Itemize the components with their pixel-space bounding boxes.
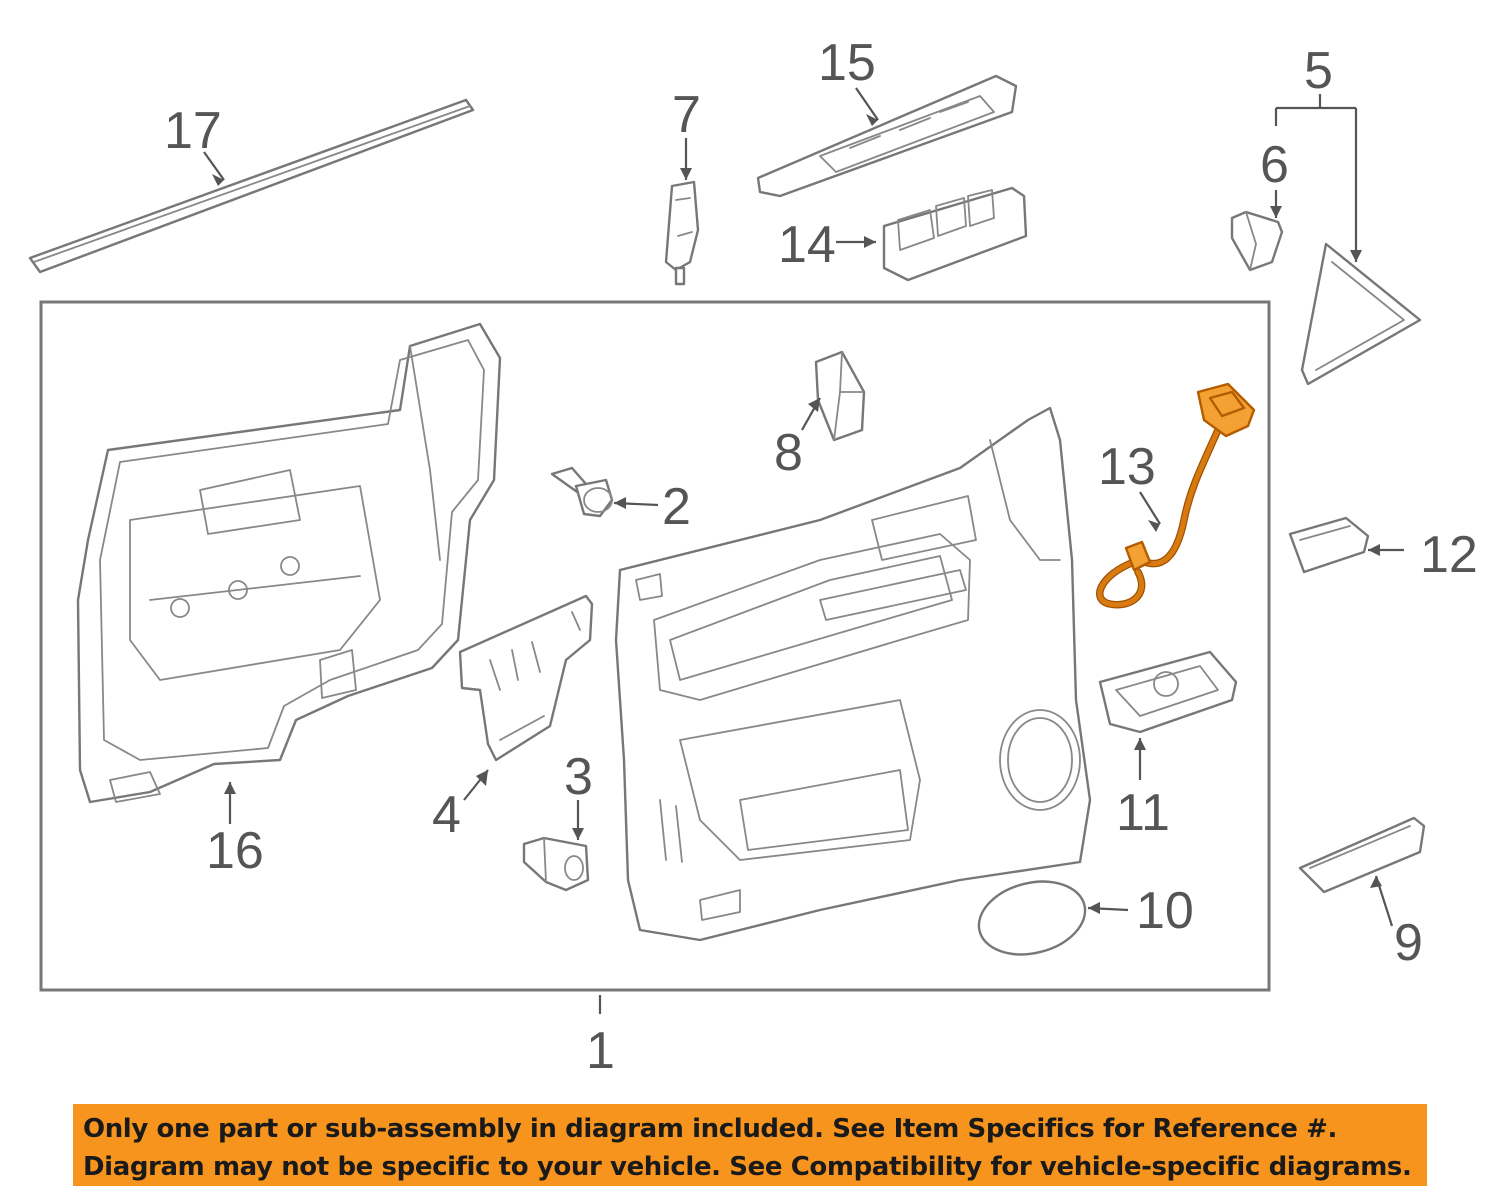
part-4-bracket[interactable]	[458, 594, 594, 762]
callout-1: 1	[586, 1022, 615, 1080]
part-9-trim-strip[interactable]	[1298, 816, 1426, 894]
disclaimer-line-2: Diagram may not be specific to your vehi…	[83, 1152, 1412, 1182]
part-10-speaker-ring[interactable]	[971, 871, 1093, 965]
assembly-frame	[39, 300, 1271, 992]
leader-lines	[203, 87, 1404, 1014]
part-7-switch-bezel[interactable]	[664, 180, 700, 286]
disclaimer-banner: Only one part or sub-assembly in diagram…	[73, 1104, 1427, 1186]
callout-11: 11	[1116, 784, 1170, 842]
callout-3: 3	[564, 748, 593, 806]
part-12-trim-piece[interactable]	[1288, 516, 1370, 574]
callout-10: 10	[1136, 882, 1194, 940]
callout-12: 12	[1420, 526, 1478, 584]
part-5-mirror-patch[interactable]	[1300, 242, 1422, 386]
part-6-clip[interactable]	[1230, 210, 1284, 272]
callout-16: 16	[206, 822, 264, 880]
part-17-belt-molding[interactable]	[28, 98, 475, 274]
callout-14: 14	[778, 216, 836, 274]
part-8-cover[interactable]	[814, 350, 866, 442]
part-13-wire-harness[interactable]	[1096, 382, 1256, 609]
callout-7: 7	[672, 86, 701, 144]
callout-9: 9	[1394, 914, 1423, 972]
part-14-window-switch[interactable]	[882, 186, 1028, 282]
part-3-connector[interactable]	[522, 836, 590, 892]
callout-13: 13	[1098, 438, 1156, 496]
callout-2: 2	[662, 478, 691, 536]
part-1-door-trim-panel[interactable]	[614, 406, 1092, 942]
part-11-handle-bezel[interactable]	[1098, 650, 1238, 734]
callout-4: 4	[432, 786, 461, 844]
part-15-switch-trim[interactable]	[756, 74, 1018, 198]
callout-5: 5	[1304, 42, 1333, 100]
part-2-push-pin[interactable]	[550, 466, 614, 518]
disclaimer-line-1: Only one part or sub-assembly in diagram…	[83, 1114, 1337, 1144]
part-16-door-frame[interactable]	[76, 322, 502, 804]
callout-labels: 1 2 3 4 5 6 7 8 9 10 11 12 13 14 15 16 1…	[164, 34, 1478, 1080]
callout-6: 6	[1260, 136, 1289, 194]
callout-15: 15	[818, 34, 876, 92]
callout-17: 17	[164, 102, 222, 160]
callout-8: 8	[774, 424, 803, 482]
